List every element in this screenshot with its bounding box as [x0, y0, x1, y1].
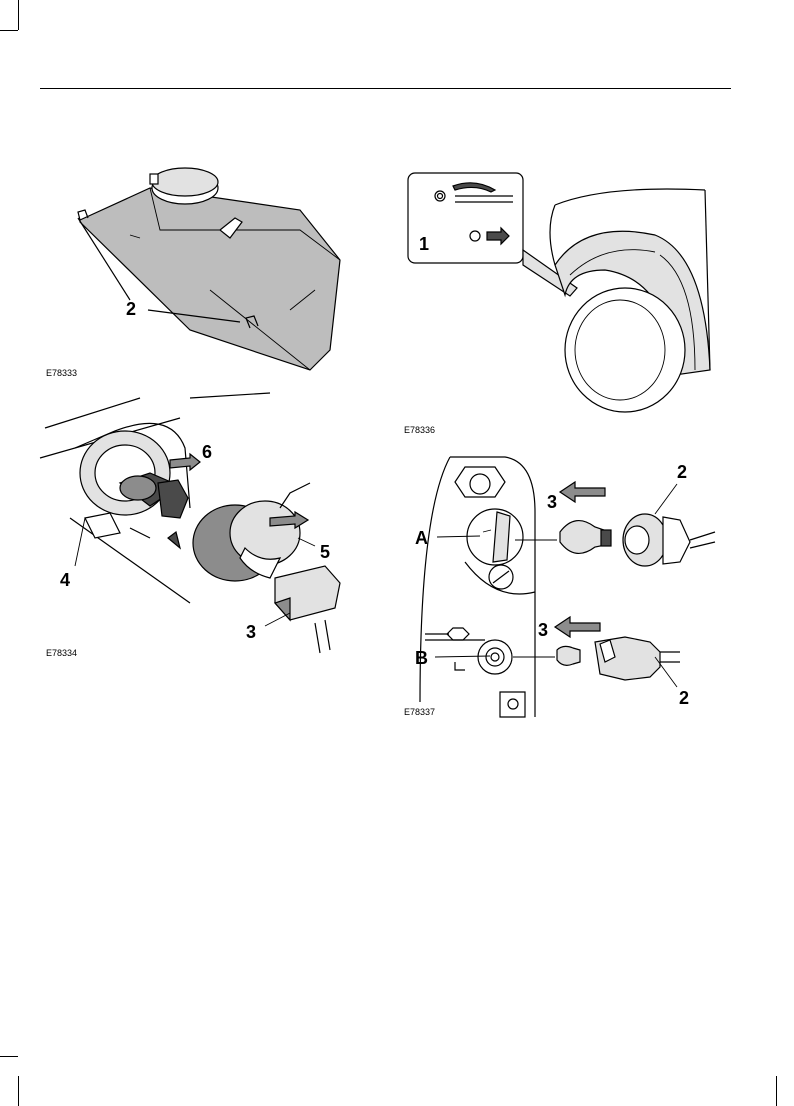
callout-5: 5	[320, 542, 330, 562]
figure-code-e78336: E78336	[404, 425, 435, 435]
figure-code-e78334: E78334	[46, 648, 77, 658]
figure-wheel-arch: 1	[405, 170, 725, 415]
reservoir-illustration: 2	[40, 160, 360, 380]
callout-2-bottom: 2	[679, 688, 689, 708]
callout-6: 6	[202, 442, 212, 462]
figure-code-e78337: E78337	[404, 707, 435, 717]
figure-headlamp-bulb: 6 4 5 3	[40, 388, 360, 658]
callout-b: B	[415, 648, 428, 668]
figure-reservoir: 2	[40, 160, 360, 380]
crop-mark-top-left-v	[18, 0, 19, 30]
callout-3-bottom: 3	[538, 620, 548, 640]
headlamp-illustration: 6 4 5 3	[40, 388, 360, 658]
callout-1: 1	[419, 234, 429, 254]
callout-4: 4	[60, 570, 70, 590]
callout-2-top: 2	[677, 462, 687, 482]
rear-lamp-illustration: 2 3 A 3 B 2	[405, 452, 725, 722]
callout-2: 2	[126, 299, 136, 319]
wheel-arch-illustration: 1	[405, 170, 725, 415]
crop-mark-bottom-left-h	[0, 1056, 18, 1057]
crop-mark-bottom-left-v	[18, 1076, 19, 1106]
callout-a: A	[415, 528, 428, 548]
crop-mark-bottom-right-v	[776, 1076, 777, 1106]
figure-code-e78333: E78333	[46, 368, 77, 378]
figure-rear-lamp: 2 3 A 3 B 2	[405, 452, 725, 722]
callout-3-top: 3	[547, 492, 557, 512]
crop-mark-top-left-h	[0, 30, 18, 31]
callout-3: 3	[246, 622, 256, 642]
header-rule	[40, 88, 731, 89]
